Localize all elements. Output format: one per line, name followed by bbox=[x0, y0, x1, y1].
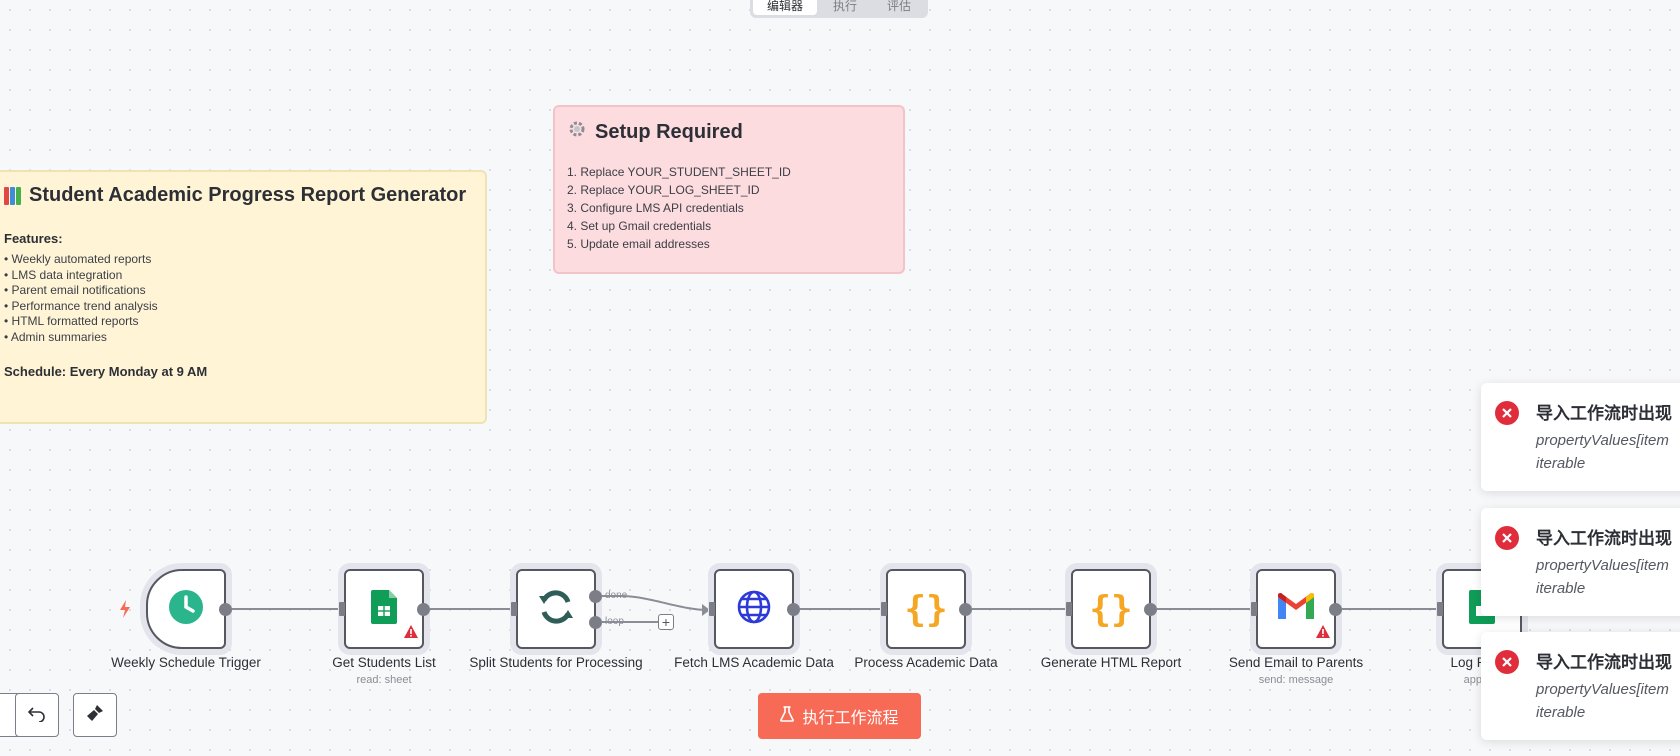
globe-icon bbox=[736, 589, 772, 630]
output-handle[interactable] bbox=[1329, 603, 1342, 616]
loop-icon bbox=[537, 588, 575, 631]
sticky-note-overview[interactable]: Student Academic Progress Report Generat… bbox=[0, 170, 487, 424]
warning-icon[interactable] bbox=[404, 625, 418, 643]
add-node-button[interactable]: + bbox=[658, 614, 674, 630]
output-handle[interactable] bbox=[1144, 603, 1157, 616]
node-label: Generate HTML Report bbox=[1040, 655, 1182, 670]
toast-message: propertyValues[item iterable bbox=[1536, 557, 1669, 597]
output-handle[interactable] bbox=[959, 603, 972, 616]
node-label: Process Academic Data bbox=[854, 655, 998, 670]
trigger-bolt-icon bbox=[119, 600, 131, 623]
node-process-academic-data[interactable]: {} bbox=[886, 569, 966, 649]
node-label: Split Students for Processing bbox=[469, 655, 643, 670]
tab-editor[interactable]: 编辑器 bbox=[753, 0, 818, 15]
feature-item: • Weekly automated reports bbox=[4, 252, 152, 266]
input-handle[interactable] bbox=[881, 602, 887, 616]
view-tabs: 编辑器 执行 评估 bbox=[750, 0, 929, 18]
setup-step: 5. Update email addresses bbox=[567, 237, 710, 251]
toast-title: 导入工作流时出现 bbox=[1536, 653, 1672, 672]
node-weekly-schedule-trigger[interactable] bbox=[146, 569, 226, 649]
setup-step: 2. Replace YOUR_LOG_SHEET_ID bbox=[567, 183, 760, 197]
undo-icon bbox=[27, 704, 46, 727]
connection-done[interactable] bbox=[596, 595, 709, 611]
flask-icon bbox=[780, 705, 795, 727]
gear-icon bbox=[567, 119, 587, 145]
sticky-note-setup[interactable]: Setup Required 1. Replace YOUR_STUDENT_S… bbox=[553, 105, 905, 274]
tab-evaluations[interactable]: 评估 bbox=[887, 0, 912, 13]
warning-icon[interactable] bbox=[1316, 625, 1330, 643]
google-sheets-icon bbox=[371, 589, 397, 629]
feature-item: • Admin summaries bbox=[4, 329, 107, 344]
code-braces-icon: {} bbox=[1089, 588, 1133, 630]
feature-item: • HTML formatted reports bbox=[4, 314, 139, 329]
node-split-students[interactable] bbox=[516, 569, 596, 649]
node-get-students-list[interactable] bbox=[344, 569, 424, 649]
error-toast[interactable]: 导入工作流时出现 propertyValues[item iterable bbox=[1481, 383, 1680, 491]
input-handle[interactable] bbox=[1437, 602, 1443, 616]
setup-steps: 1. Replace YOUR_STUDENT_SHEET_ID 2. Repl… bbox=[567, 163, 891, 253]
output-handle-done[interactable] bbox=[589, 590, 602, 603]
feature-item: • Parent email notifications bbox=[4, 283, 146, 298]
output-handle[interactable] bbox=[417, 603, 430, 616]
node-subtitle: read: sheet bbox=[356, 674, 412, 686]
error-icon bbox=[1495, 650, 1519, 679]
toast-title: 导入工作流时出现 bbox=[1536, 529, 1672, 548]
output-handle-loop[interactable] bbox=[589, 616, 602, 629]
books-icon bbox=[4, 186, 21, 205]
undo-button[interactable] bbox=[15, 693, 59, 737]
toast-title: 导入工作流时出现 bbox=[1536, 404, 1672, 423]
setup-step: 1. Replace YOUR_STUDENT_SHEET_ID bbox=[567, 165, 791, 179]
output-handle[interactable] bbox=[219, 603, 232, 616]
input-handle[interactable] bbox=[1066, 602, 1072, 616]
execute-workflow-button[interactable]: 执行工作流程 bbox=[758, 693, 921, 739]
input-handle[interactable] bbox=[709, 602, 715, 616]
done-label: done bbox=[605, 590, 628, 601]
sticky-note-title: Setup Required bbox=[567, 119, 891, 145]
setup-step: 4. Set up Gmail credentials bbox=[567, 219, 712, 233]
error-icon bbox=[1495, 401, 1519, 430]
setup-step: 3. Configure LMS API credentials bbox=[567, 201, 744, 215]
node-label: Weekly Schedule Trigger bbox=[111, 655, 261, 670]
input-handle[interactable] bbox=[1251, 602, 1257, 616]
clock-icon bbox=[167, 588, 205, 631]
node-fetch-lms-data[interactable] bbox=[714, 569, 794, 649]
features-heading: Features: bbox=[4, 231, 63, 246]
node-subtitle: send: message bbox=[1258, 674, 1334, 686]
loop-label: loop bbox=[605, 616, 624, 627]
input-handle[interactable] bbox=[339, 602, 345, 616]
node-label: Fetch LMS Academic Data bbox=[674, 655, 834, 670]
toast-message: propertyValues[item iterable bbox=[1536, 681, 1669, 721]
error-icon bbox=[1495, 526, 1519, 555]
arrow-head bbox=[702, 604, 710, 616]
node-label: Get Students List bbox=[332, 655, 436, 670]
node-send-email-to-parents[interactable] bbox=[1256, 569, 1336, 649]
error-toast[interactable]: 导入工作流时出现 propertyValues[item iterable bbox=[1481, 632, 1680, 740]
schedule-text: Schedule: Every Monday at 9 AM bbox=[4, 363, 208, 379]
toast-message: propertyValues[item iterable bbox=[1536, 432, 1669, 472]
clear-execution-button[interactable] bbox=[73, 693, 117, 737]
node-label: Send Email to Parents bbox=[1228, 655, 1364, 670]
gmail-icon bbox=[1278, 592, 1314, 626]
broom-icon bbox=[86, 704, 104, 727]
input-handle[interactable] bbox=[511, 602, 517, 616]
sticky-note-title: Student Academic Progress Report Generat… bbox=[4, 184, 473, 207]
output-handle[interactable] bbox=[787, 603, 800, 616]
node-generate-html-report[interactable]: {} bbox=[1071, 569, 1151, 649]
feature-item: • Performance trend analysis bbox=[4, 298, 158, 313]
feature-item: • LMS data integration bbox=[4, 267, 123, 282]
code-braces-icon: {} bbox=[904, 588, 948, 630]
tab-executions[interactable]: 执行 bbox=[833, 0, 858, 13]
error-toast[interactable]: 导入工作流时出现 propertyValues[item iterable bbox=[1481, 508, 1680, 616]
features-list: • Weekly automated reports • LMS data in… bbox=[4, 252, 473, 346]
